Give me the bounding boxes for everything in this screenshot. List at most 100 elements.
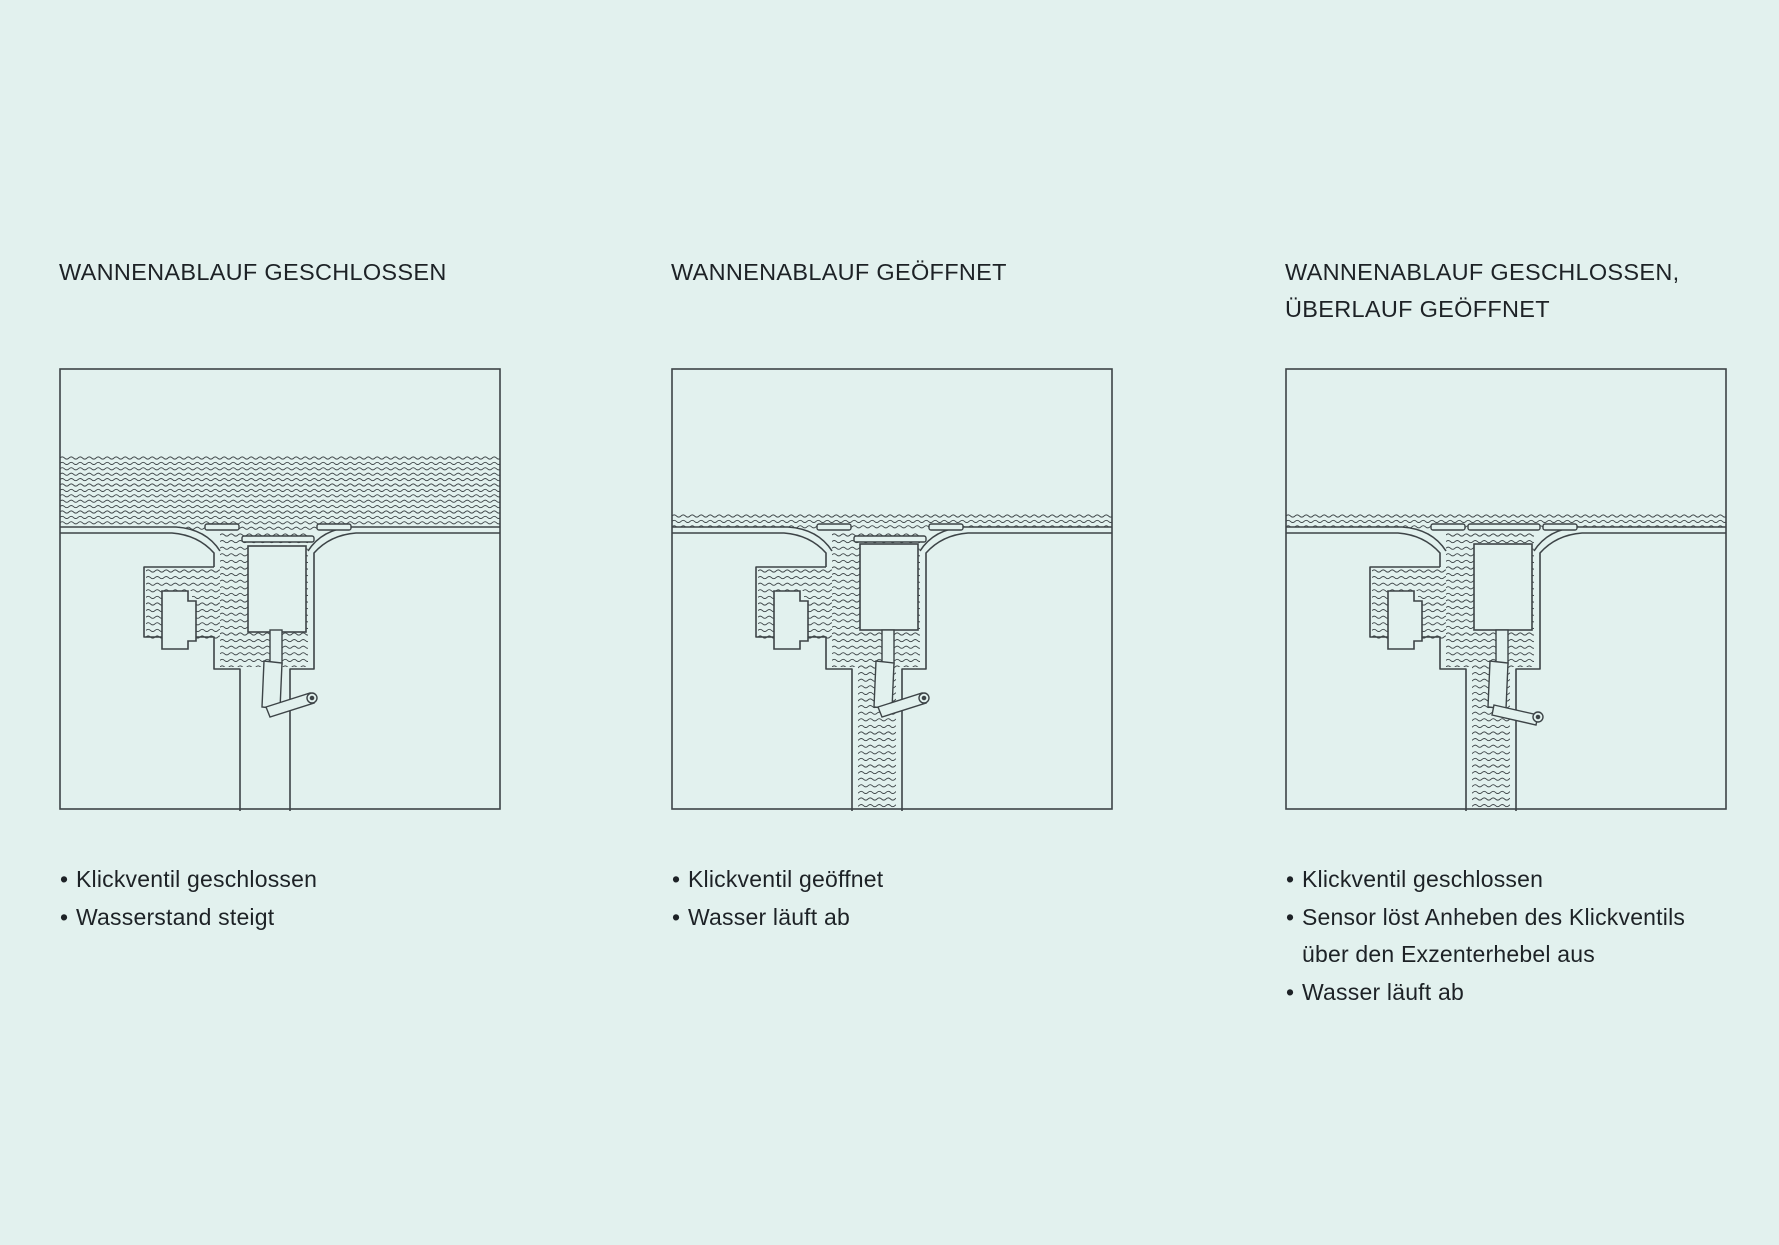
water-wave [1446,540,1534,544]
lever-pivot-center [1535,714,1541,720]
note-text: Klickventil geschlossen [76,866,318,892]
valve-cap [853,535,927,543]
water-wave [220,639,308,643]
bullet: • [1286,866,1295,892]
drain-body [755,566,853,811]
tub-floor-line [307,526,500,552]
tub-floor-line [289,532,500,811]
bullet: • [1286,978,1295,1005]
water-wave [60,505,500,509]
water-wave [60,521,500,525]
eccentric-lever [261,660,318,718]
valve-stem [269,629,283,665]
water-wave [1446,658,1534,662]
cover-flange [316,523,352,531]
note-item: •Wasser läuft ab [671,899,883,937]
valve-plug [859,543,919,631]
tub-floor-line [60,526,221,552]
water-wave [60,488,500,492]
note-item: • Klickventil geschlossen [59,861,317,899]
valve-plug [1473,543,1533,631]
drain-body-outline [143,566,241,811]
water-wave [758,576,832,580]
water-wave [146,569,220,573]
tub-floor-line [1286,532,1441,567]
water-wave [220,665,308,667]
tub-floor-line [1515,532,1726,811]
water-wave [220,645,308,649]
water-wave [60,494,500,498]
water-wave [832,632,920,636]
water-wave [672,519,1112,523]
drain-body-outline [1369,566,1467,811]
water-wave [60,467,500,471]
eccentric-lever [1487,660,1544,726]
lever-arm [873,660,895,710]
valve-plug [247,545,307,633]
water-wave [220,652,308,656]
water-wave [220,533,308,537]
water-wave [60,510,500,514]
water-wave [1446,639,1534,643]
bullet: • [60,903,69,930]
tub-floor [672,526,1112,811]
water-wave [60,478,500,482]
valve-cap [241,535,315,543]
water-wave [832,658,920,662]
water-wave [1372,576,1446,580]
water-wave [672,514,1112,518]
panel-drain-open: WANNENABLAUF GEÖFFNET •Klickventil geöff… [671,0,1191,1245]
note-item: •Klickventil geöffnet [671,861,883,899]
panel-title: WANNENABLAUF GESCHLOSSEN [59,254,447,291]
cover-flange [1542,523,1578,531]
notes-list: •Klickventil geöffnet •Wasser läuft ab [671,861,883,936]
cover-flange [1430,523,1466,531]
lever-arm [1487,660,1509,710]
cover-flange [928,523,964,531]
drain-cover [816,523,964,543]
water-wave [832,652,920,656]
valve-stem [1495,629,1509,665]
title-line: WANNENABLAUF GEÖFFNET [671,259,1007,285]
bullet: • [60,866,69,892]
tub-floor-line [60,532,215,567]
panel-drain-closed-overflow-open: WANNENABLAUF GESCHLOSSEN, ÜBERLAUF GEÖFF… [1285,0,1779,1245]
cover-flange [816,523,852,531]
overflow-connector [161,590,197,650]
tub-floor [60,526,500,811]
tub-floor-line [901,532,1112,811]
tub-floor-line [672,532,827,567]
water-wave [60,483,500,487]
notes-list: •Klickventil geschlossen •Sensor löst An… [1285,861,1685,1011]
water-wave [220,658,308,662]
note-text: Wasserstand steigt [76,903,275,930]
drain-cover [1430,523,1578,531]
water-wave [60,499,500,503]
title-line: WANNENABLAUF GESCHLOSSEN [59,259,447,285]
water-wave [1446,652,1534,656]
water-wave [146,582,220,586]
note-item: • Wasserstand steigt [59,899,317,937]
water-wave [60,456,500,460]
water-wave [60,515,500,519]
lever-link [1491,704,1539,726]
tub-floor-line [1533,526,1726,552]
water-wave [146,576,220,580]
cover-flange [204,523,240,531]
water-wave [758,569,832,573]
bullet: • [672,903,681,930]
lever-pivot-center [921,695,927,701]
water-wave [1372,569,1446,573]
note-text: Klickventil geschlossen [1302,866,1544,892]
water-wave [758,582,832,586]
note-item: • Klickventil geschlossen [1285,861,1685,899]
valve-stem [881,629,895,665]
drain-diagram-closed [59,368,501,811]
lever-pivot-center [309,695,315,701]
eccentric-lever [873,660,930,718]
water-wave [1286,519,1726,523]
diagram-group [59,368,501,811]
note-text: Sensor löst Anheben des Klickventils [1302,903,1686,930]
panel-title: WANNENABLAUF GESCHLOSSEN, ÜBERLAUF GEÖFF… [1285,254,1679,328]
